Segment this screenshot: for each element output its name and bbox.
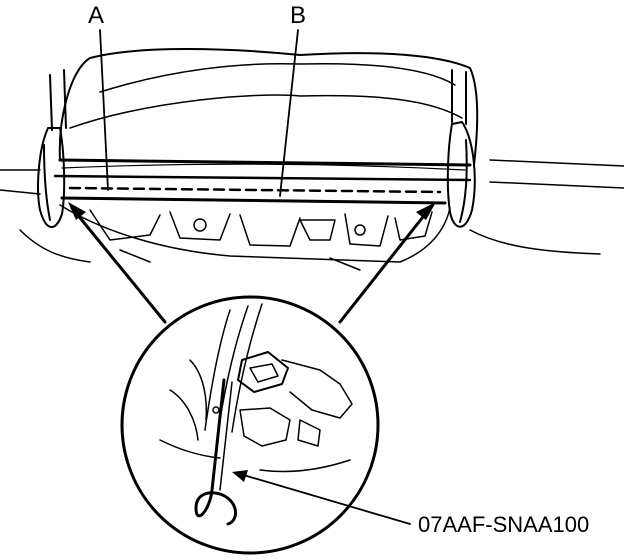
arrowhead-left <box>68 202 86 220</box>
seam-line <box>68 186 442 194</box>
callout-label-a: A <box>88 2 105 29</box>
floor-frame <box>0 159 624 271</box>
tool-leader-arrowhead <box>232 470 248 482</box>
leader-a <box>99 29 109 191</box>
leader-b <box>279 29 299 197</box>
right-bolster <box>446 69 476 228</box>
detail-connectors <box>70 206 432 324</box>
seat-hook-bar <box>60 196 447 205</box>
callout-label-b: B <box>290 2 307 29</box>
detail-magnifier-circle <box>120 295 380 555</box>
tool-leader-line <box>239 473 411 525</box>
left-bolster <box>37 69 67 228</box>
hook-tool <box>194 378 237 526</box>
detail-arrowheads <box>68 202 436 220</box>
hook-tool-inner <box>219 381 233 491</box>
seat-back <box>53 48 479 182</box>
callout-leaders <box>99 29 299 197</box>
detail-contents <box>159 303 353 473</box>
tool-number-label: 07AAF-SNAA100 <box>418 512 590 537</box>
arrowhead-right <box>416 202 436 220</box>
